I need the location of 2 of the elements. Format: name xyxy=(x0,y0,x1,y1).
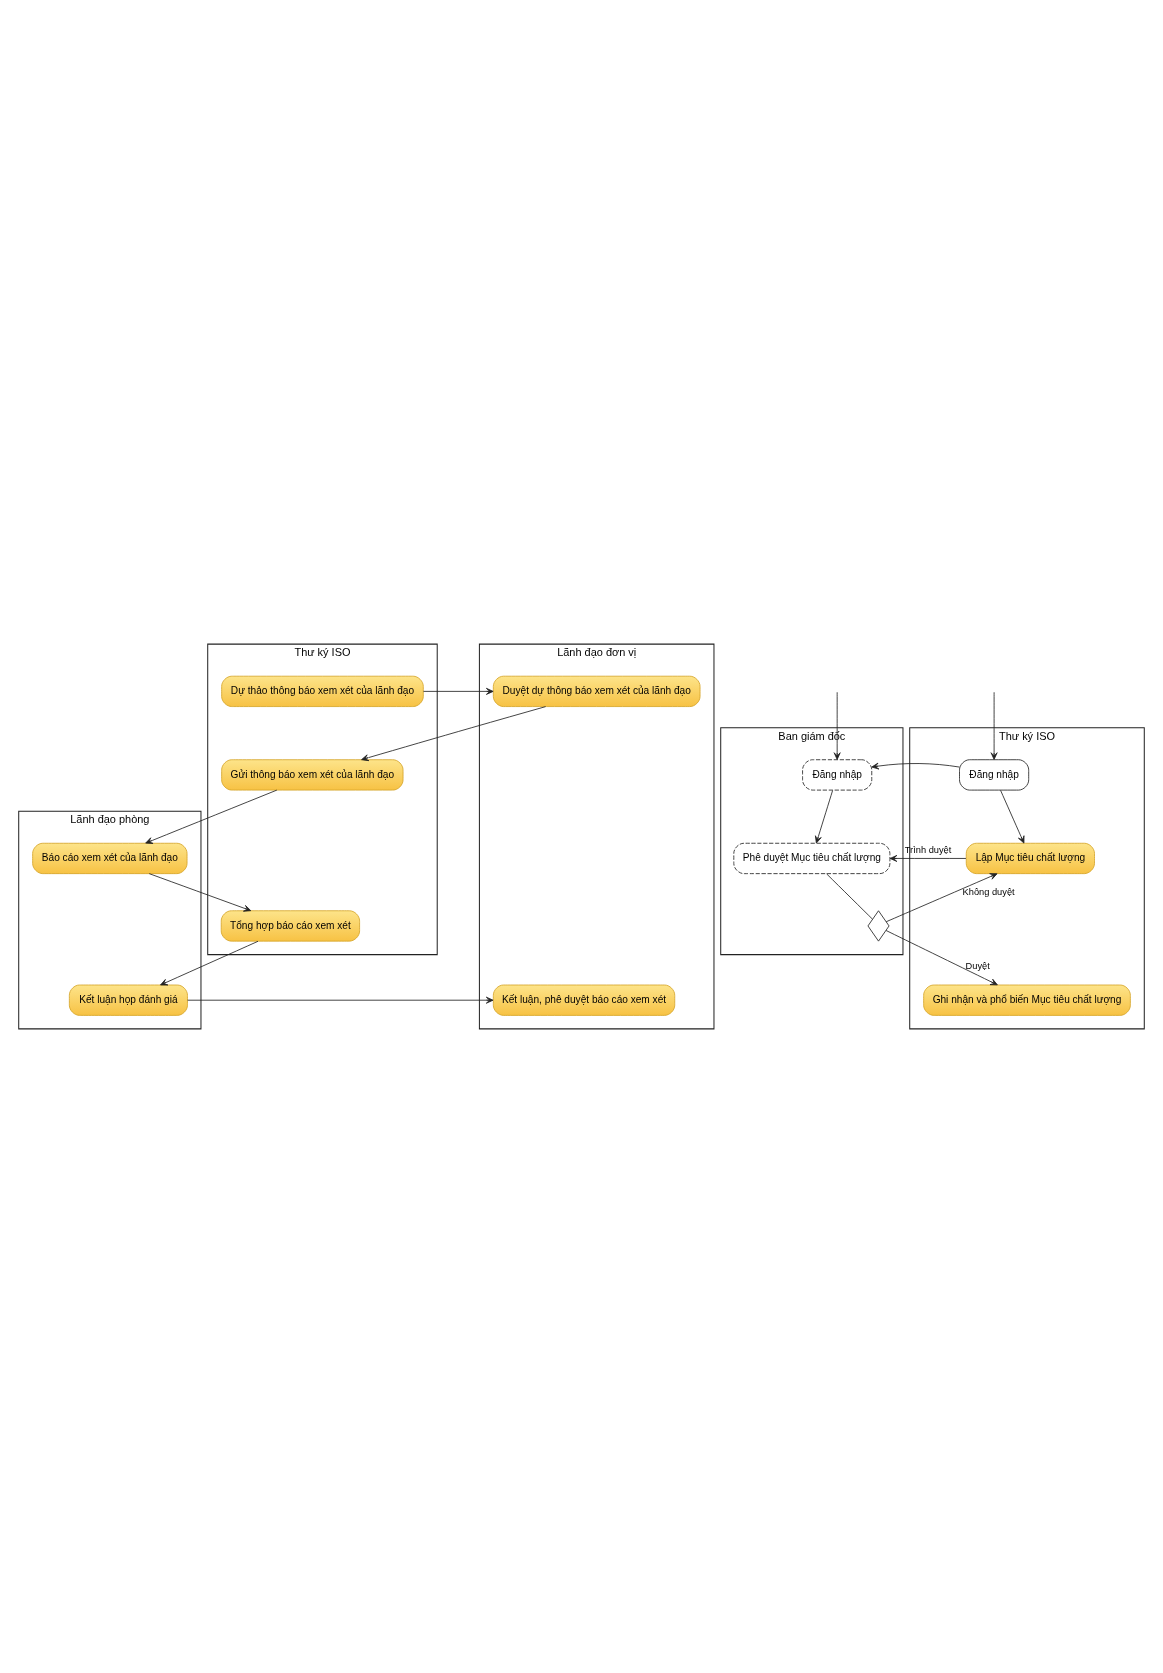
edge-label: Không duyệt xyxy=(962,886,1015,897)
edge-label: Duyệt xyxy=(965,960,990,971)
